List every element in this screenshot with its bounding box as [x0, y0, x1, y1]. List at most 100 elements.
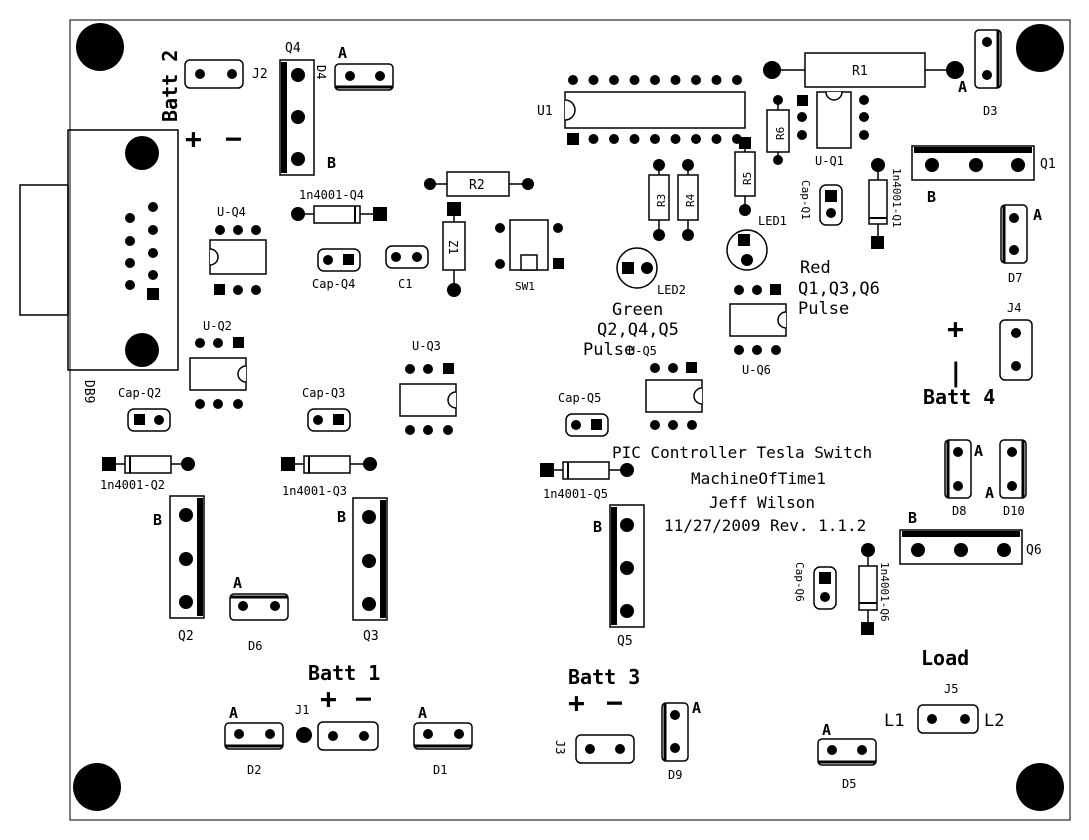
svg-text:R1: R1	[852, 64, 868, 79]
zener-z1: Z1	[442, 202, 466, 297]
mounting-hole	[76, 23, 124, 71]
svg-text:J4: J4	[1007, 301, 1021, 315]
capacitor-cap-q1: Cap-Q1	[799, 180, 843, 226]
mounting-hole	[1016, 763, 1064, 811]
svg-text:B: B	[908, 509, 917, 527]
ic-u1: U1	[537, 91, 746, 129]
optocoupler-uq6: U-Q6	[729, 284, 787, 377]
svg-text:J2: J2	[252, 67, 268, 82]
svg-text:B: B	[337, 508, 346, 526]
svg-text:R5: R5	[741, 172, 754, 185]
svg-text:D6: D6	[248, 639, 262, 653]
diode-d6: A D6	[229, 574, 289, 653]
svg-text:A: A	[692, 699, 701, 717]
diode-d9: A D9	[661, 699, 701, 782]
diode-d1: A D1	[413, 704, 473, 777]
svg-text:U-Q5: U-Q5	[628, 344, 657, 358]
u1-pin	[691, 134, 701, 144]
batt2-plus: +	[185, 122, 202, 155]
optocoupler-uq5: U-Q5	[628, 344, 703, 430]
resistor-r4: R4	[677, 159, 699, 241]
diode-d5: A D5	[817, 721, 877, 791]
u1-pin	[650, 75, 660, 85]
u1-pin	[588, 75, 599, 85]
svg-text:U-Q2: U-Q2	[203, 319, 232, 333]
svg-text:A: A	[958, 78, 967, 96]
batt3-plus: +	[568, 686, 585, 719]
svg-text:B: B	[927, 188, 936, 206]
board-date-rev: 11/27/2009 Rev. 1.1.2	[664, 516, 866, 535]
green-label: Green	[612, 300, 663, 320]
svg-text:D2: D2	[247, 763, 261, 777]
capacitor-cap-q2: Cap-Q2	[118, 386, 171, 432]
svg-text:A: A	[418, 704, 427, 722]
u1-pin	[691, 75, 701, 85]
capacitor-c1: C1	[385, 245, 429, 291]
svg-text:1n4001-Q1: 1n4001-Q1	[890, 168, 903, 228]
capacitor-cap-q3: Cap-Q3	[302, 386, 351, 432]
svg-text:Z1: Z1	[446, 240, 460, 254]
svg-text:1n4001-Q2: 1n4001-Q2	[100, 478, 165, 492]
batt2-minus: −	[225, 122, 242, 155]
resistor-r2: R2	[424, 171, 534, 197]
u1-pin	[711, 134, 722, 144]
svg-text:Q3: Q3	[363, 629, 379, 644]
svg-text:B: B	[593, 518, 602, 536]
u1-pin	[650, 134, 660, 144]
svg-text:J5: J5	[944, 682, 958, 696]
resistor-r1: R1	[763, 52, 964, 88]
diode-1n4001-q2: 1n4001-Q2	[100, 455, 195, 492]
svg-text:D4: D4	[314, 65, 328, 79]
transistor-q5: B Q5	[593, 504, 645, 649]
svg-text:B: B	[327, 154, 336, 172]
transistor-q2: B Q2	[153, 495, 205, 644]
svg-text:Cap-Q1: Cap-Q1	[799, 180, 812, 220]
load-label: Load	[921, 646, 969, 670]
svg-text:U-Q1: U-Q1	[815, 154, 844, 168]
svg-text:Cap-Q5: Cap-Q5	[558, 391, 601, 405]
batt1-label: Batt 1	[308, 661, 380, 685]
svg-text:Q5: Q5	[617, 634, 633, 649]
svg-text:A: A	[229, 704, 238, 722]
red-pulse-label: Pulse	[798, 299, 849, 319]
connector-j5: J5 L1 L2	[884, 682, 1004, 734]
connector-j4: J4	[999, 301, 1033, 381]
svg-text:R3: R3	[655, 194, 668, 207]
optocoupler-uq2: U-Q2	[189, 319, 247, 409]
led-led1: LED1	[726, 214, 787, 271]
diode-1n4001-q4: 1n4001-Q4	[291, 188, 387, 224]
red-label: Red	[800, 258, 831, 278]
board-author: Jeff Wilson	[709, 493, 815, 512]
diode-d7: A D7	[1000, 204, 1042, 285]
u1-pin	[588, 134, 599, 144]
optocoupler-uq1: U-Q1	[797, 91, 869, 168]
svg-text:1n4001-Q6: 1n4001-Q6	[878, 562, 891, 622]
svg-text:A: A	[985, 484, 994, 502]
svg-text:J1: J1	[295, 703, 309, 717]
svg-text:A: A	[233, 574, 242, 592]
svg-text:D7: D7	[1008, 271, 1022, 285]
diode-1n4001-q1: 1n4001-Q1	[868, 158, 903, 249]
batt1-plus: +	[320, 682, 337, 715]
optocoupler-uq3: U-Q3	[399, 339, 457, 435]
svg-text:1n4001-Q4: 1n4001-Q4	[299, 188, 364, 202]
u1-pin	[670, 134, 681, 144]
batt4-label: Batt 4	[923, 385, 995, 409]
red-group-label: Q1,Q3,Q6	[798, 279, 880, 299]
svg-text:Q1: Q1	[1040, 157, 1056, 172]
diode-1n4001-q5: 1n4001-Q5	[540, 461, 634, 501]
mounting-holes	[73, 23, 1064, 811]
batt3-label: Batt 3	[568, 665, 640, 689]
u1-pins	[567, 75, 742, 145]
svg-text:Q6: Q6	[1026, 543, 1042, 558]
diode-d3: A D3	[958, 29, 1002, 118]
svg-text:1n4001-Q3: 1n4001-Q3	[282, 484, 347, 498]
svg-text:1n4001-Q5: 1n4001-Q5	[543, 487, 608, 501]
svg-text:R4: R4	[684, 193, 697, 207]
svg-text:LED2: LED2	[657, 283, 686, 297]
db9-label: DB9	[81, 380, 96, 403]
svg-text:U-Q4: U-Q4	[217, 205, 246, 219]
svg-text:L1: L1	[884, 711, 904, 731]
green-group-label: Q2,Q4,Q5	[597, 320, 679, 340]
